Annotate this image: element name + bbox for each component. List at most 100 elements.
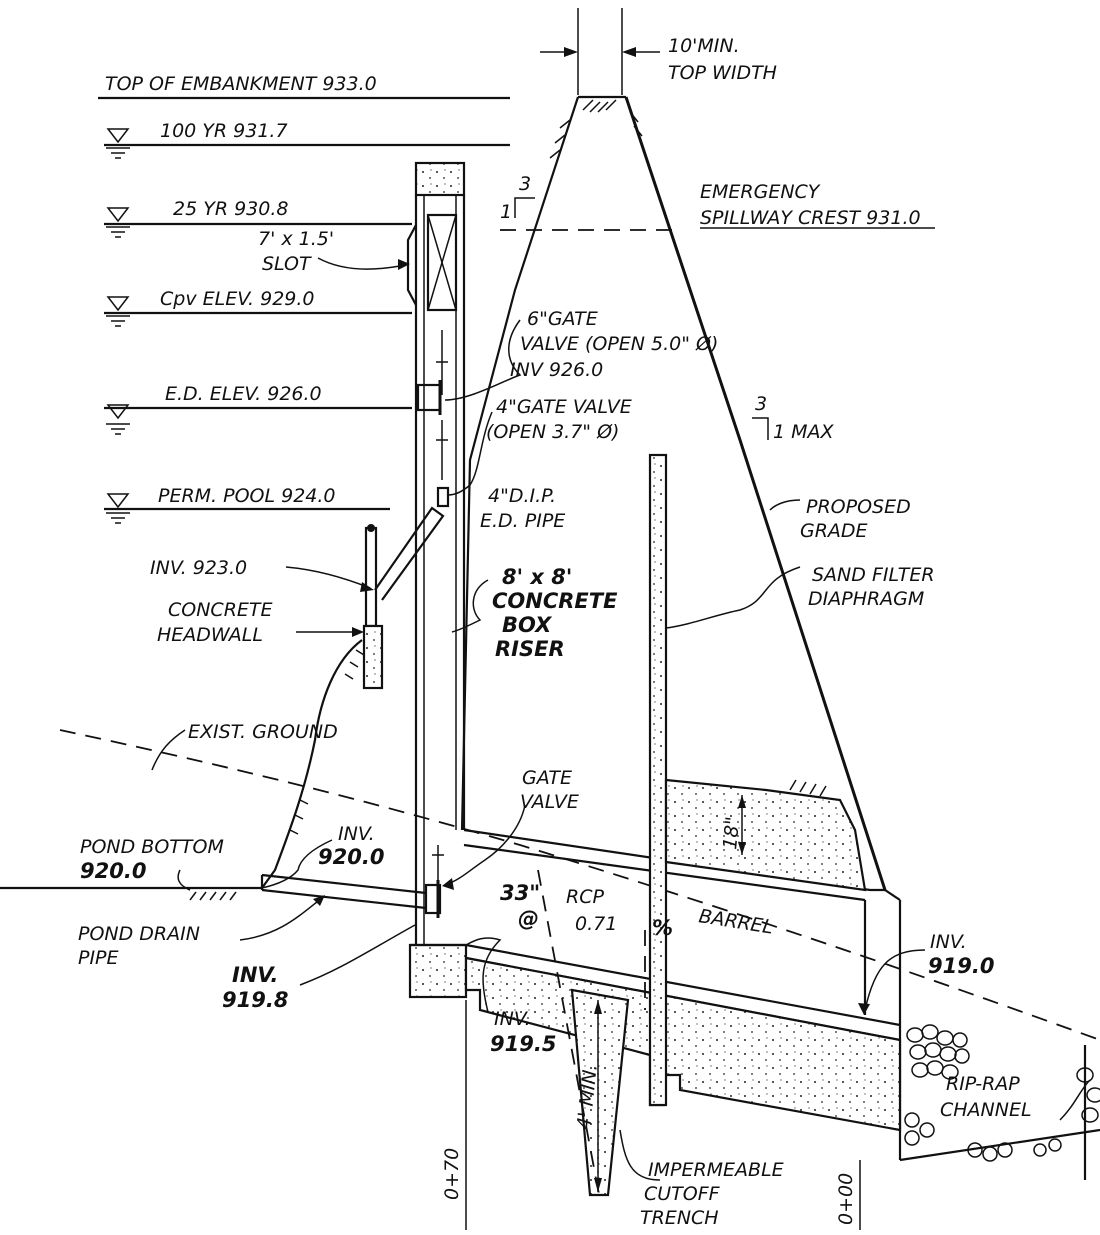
rcp-at-label: @ <box>518 907 539 931</box>
emergency-label: EMERGENCY <box>700 181 821 203</box>
top-width-label-2: TOP WIDTH <box>668 62 777 84</box>
concrete-headwall <box>362 624 384 690</box>
gate6-label-2: VALVE (OPEN 5.0" Ø) <box>520 333 718 355</box>
station-070-label: 0+70 <box>441 1148 463 1200</box>
emergency-spillway: EMERGENCY SPILLWAY CREST 931.0 <box>500 181 935 231</box>
pond-bottom-label-2: 920.0 <box>80 859 146 883</box>
concrete-box-riser <box>406 161 468 999</box>
pond-bottom-hatch <box>189 891 237 901</box>
leaders <box>151 257 1091 1181</box>
sand-filter-diaphragm <box>648 453 668 1107</box>
water-levels: TOP OF EMBANKMENT 933.0 100 YR 931.7 25 … <box>98 73 510 524</box>
cpv-elev-label: Cpv ELEV. 929.0 <box>160 288 315 310</box>
inv-919-label-2: 919.0 <box>928 954 994 978</box>
top-width-dimension: 10'MIN. TOP WIDTH <box>540 8 777 95</box>
wl-perm-pool: PERM. POOL 924.0 <box>104 485 390 524</box>
slot-label: SLOT <box>262 253 312 275</box>
upstream-hatch <box>549 119 571 159</box>
riprap-label-2: CHANNEL <box>940 1099 1032 1121</box>
upstream-face <box>460 96 580 831</box>
wl-ed: E.D. ELEV. 926.0 <box>104 383 412 435</box>
top-width-label: 10'MIN. <box>668 35 740 57</box>
slope-v: 3 <box>519 173 531 195</box>
riprap-stones <box>904 1024 1100 1162</box>
existing-ground-line <box>59 729 1100 1041</box>
slope-h: 1 <box>500 201 512 223</box>
inv-923-label: INV. 923.0 <box>150 557 247 579</box>
perm-pool-label: PERM. POOL 924.0 <box>158 485 336 507</box>
inv-9195-label: INV. <box>494 1008 531 1030</box>
embankment <box>460 95 887 891</box>
sand-filter: 18" <box>648 453 867 1107</box>
gate4-label-2: (OPEN 3.7" Ø) <box>486 421 619 443</box>
barrel-label: BARREL <box>697 905 775 938</box>
ed-pipe-headwall <box>362 506 445 690</box>
dim-18-label: 18" <box>719 815 744 850</box>
top-embankment-label: TOP OF EMBANKMENT 933.0 <box>105 73 377 95</box>
wl-100yr: 100 YR 931.7 <box>104 120 510 159</box>
station-000-label: 0+00 <box>835 1173 857 1225</box>
ed-elev-label: E.D. ELEV. 926.0 <box>165 383 322 405</box>
berm-hatch <box>289 649 365 835</box>
riser-base <box>408 943 468 999</box>
upstream-ground <box>0 639 427 910</box>
inv-919-label: INV. <box>930 931 967 953</box>
rcp-size-label: 33" <box>500 881 540 905</box>
gate-valve-label: GATE <box>522 767 572 789</box>
cutoff-trench <box>570 988 630 1197</box>
cutoff-label: IMPERMEABLE <box>648 1159 784 1181</box>
slope-dh: 3 <box>755 393 767 415</box>
gate6-label-3: INV 926.0 <box>510 359 603 381</box>
pond-bottom-label: POND BOTTOM <box>80 836 224 858</box>
rip-rap <box>899 1024 1100 1180</box>
rcp-pct-label: % <box>652 916 673 940</box>
wl-25yr-label: 25 YR 930.8 <box>173 198 288 220</box>
filter-pad <box>664 778 867 892</box>
downstream-slope-ratio: 3 1 MAX <box>752 393 835 443</box>
proposed-grade-line <box>624 96 887 891</box>
inv-920-label: INV. <box>338 823 375 845</box>
inv-9198-label-2: 919.8 <box>222 988 288 1012</box>
pond-drain-label-2: PIPE <box>78 947 119 969</box>
riprap-label: RIP-RAP <box>946 1073 1020 1095</box>
cutoff-label-2: CUTOFF <box>644 1183 721 1205</box>
slot-size-label: 7' x 1.5' <box>258 228 334 250</box>
upstream-slope-ratio: 3 1 <box>500 173 535 223</box>
sand-filter-label-2: DIAPHRAGM <box>808 588 924 610</box>
wl-25yr: 25 YR 930.8 <box>104 198 412 238</box>
headwall-label-2: HEADWALL <box>157 624 263 646</box>
crest-hatch <box>582 99 617 113</box>
trench-dash <box>537 869 601 1201</box>
inv-9198-label: INV. <box>232 963 278 987</box>
inv-9195-label-2: 919.5 <box>490 1032 556 1056</box>
gate4-label: 4"GATE VALVE <box>496 396 632 418</box>
rcp-type-label: RCP <box>566 886 604 908</box>
gate-valve-label-2: VALVE <box>520 791 579 813</box>
pad-hatch <box>789 779 827 797</box>
proposed-grade-label-2: GRADE <box>800 520 868 542</box>
exist-ground-label: EXIST. GROUND <box>188 721 338 743</box>
cutoff-label-3: TRENCH <box>640 1207 719 1229</box>
downstream-hatch <box>629 111 643 137</box>
riser-label: 8' x 8' <box>502 565 572 589</box>
dip-label: 4"D.I.P. <box>488 485 556 507</box>
emergency-label-2: SPILLWAY CREST 931.0 <box>700 207 921 229</box>
slot-opening <box>426 213 458 312</box>
rcp-slope-label: 0.71 <box>575 913 617 935</box>
slope-dv: 1 MAX <box>773 421 835 443</box>
pond-drain-label: POND DRAIN <box>78 923 200 945</box>
wl-100yr-label: 100 YR 931.7 <box>160 120 288 142</box>
wl-cpv: Cpv ELEV. 929.0 <box>104 288 412 327</box>
riser-label-2: CONCRETE <box>492 589 618 613</box>
inv-920-label-2: 920.0 <box>318 845 384 869</box>
proposed-grade-label: PROPOSED <box>806 496 911 518</box>
gate6-label: 6"GATE <box>527 308 598 330</box>
upstream-berm <box>261 639 363 889</box>
riser-label-3: BOX <box>502 613 553 637</box>
headwall-label: CONCRETE <box>168 599 273 621</box>
dip-label-2: E.D. PIPE <box>480 510 565 532</box>
riser-label-4: RISER <box>495 637 565 661</box>
riser-cap <box>414 161 466 197</box>
